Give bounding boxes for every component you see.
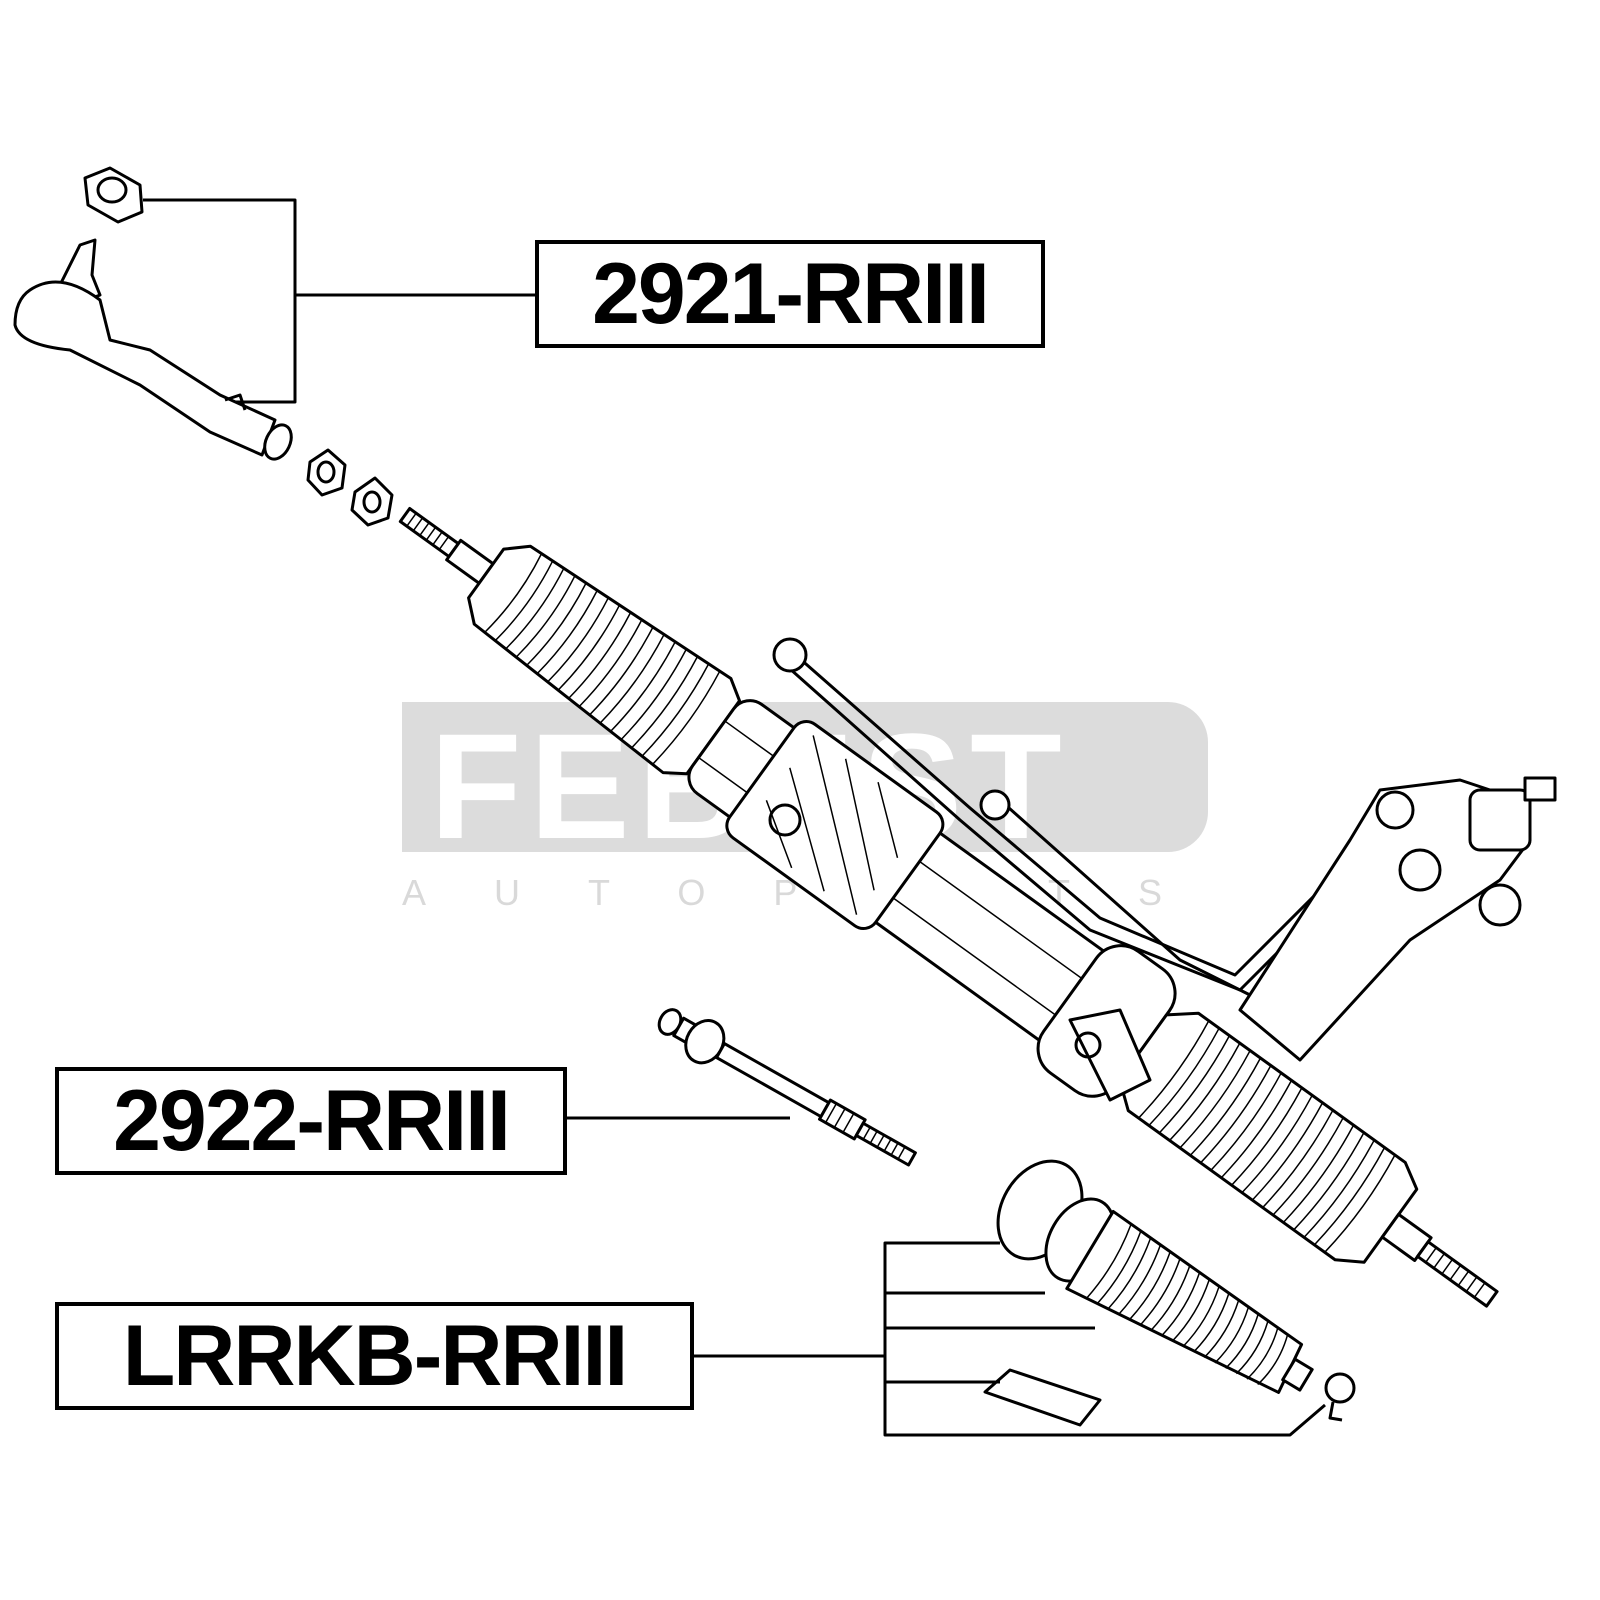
valve-body-icon [768, 637, 1557, 1102]
boot-ridge [1179, 1050, 1251, 1149]
boot-ridge [1138, 1020, 1210, 1119]
boot-ridge [557, 604, 621, 691]
boot-ridge [1210, 1072, 1282, 1171]
boot-ridge [1189, 1057, 1262, 1156]
boot-ridge [1171, 1279, 1210, 1342]
leader-2921 [143, 198, 535, 404]
tie-rod-end-icon [13, 238, 293, 461]
boot-ridge [494, 560, 554, 642]
part-number: 2921-RRIII [592, 246, 990, 342]
boot-ridge [1214, 1307, 1250, 1364]
boot-ridge [1200, 1065, 1272, 1164]
boot-kit-icon [983, 1159, 1356, 1427]
boot-ridge [1139, 1258, 1181, 1326]
boot-ridge [1324, 1154, 1396, 1253]
boot-ridge [620, 648, 688, 741]
boot-ridge [505, 567, 565, 650]
boot-ridge [1182, 1286, 1220, 1348]
boot-ridge [1313, 1147, 1386, 1246]
boot-ridge [610, 641, 676, 732]
boot-ridge [1272, 1117, 1344, 1216]
steering-rack-icon [398, 507, 1499, 1308]
boot-ridge [1118, 1244, 1162, 1315]
leader-lrrkb [694, 1241, 1326, 1437]
boot-ridge [631, 656, 699, 749]
boot-ridge [1231, 1087, 1303, 1186]
boot-ridge [1303, 1139, 1375, 1238]
boot-ridge [526, 582, 587, 666]
part-label-2922-RRIII[interactable]: 2922-RRIII [55, 1067, 567, 1175]
boot-ridge [1220, 1080, 1293, 1179]
boot-ridge [1150, 1265, 1191, 1332]
boot-ridge [1235, 1320, 1269, 1375]
boot-ridge [1096, 1231, 1142, 1305]
boot-ridge [599, 634, 665, 724]
boot-ridge [1160, 1272, 1201, 1337]
boot-ridge [1241, 1094, 1313, 1194]
part-number: LRRKB-RRIII [122, 1308, 628, 1404]
inner-tie-rod-icon [657, 1008, 917, 1167]
boot-ridge [1148, 1027, 1220, 1127]
boot-ridge [484, 553, 543, 633]
part-number: 2922-RRIII [113, 1073, 511, 1169]
boot-ridge [1169, 1042, 1241, 1141]
boot-ridge [652, 670, 721, 765]
boot-ridge [1086, 1224, 1132, 1299]
boot-ridge [515, 575, 576, 658]
boot-ridge [1293, 1132, 1365, 1231]
boot-ridge [1246, 1327, 1279, 1380]
boot-ridge [589, 626, 654, 716]
part-label-2921-RRIII[interactable]: 2921-RRIII [535, 240, 1045, 348]
boot-ridge [1193, 1293, 1230, 1353]
boot-ridge [1203, 1300, 1240, 1359]
boot-ridge [1107, 1237, 1152, 1310]
boot-ridge [1282, 1124, 1355, 1223]
boot-ridge [1225, 1314, 1259, 1369]
boot-ridge [1262, 1109, 1334, 1209]
part-label-LRRKB-RRIII[interactable]: LRRKB-RRIII [55, 1302, 694, 1410]
boot-ridge [578, 619, 643, 708]
boot-ridge [1158, 1035, 1231, 1134]
boot-ridge [568, 612, 632, 699]
boot-ridge [536, 590, 598, 675]
boot-ridge [547, 597, 610, 683]
lock-nut-icon [306, 448, 394, 527]
boot-ridge [1251, 1102, 1324, 1201]
boot-ridge [1128, 1251, 1171, 1321]
boot-ridge [1257, 1334, 1289, 1386]
tie-rod-nut-icon [83, 166, 144, 224]
boot-ridge [641, 663, 710, 757]
